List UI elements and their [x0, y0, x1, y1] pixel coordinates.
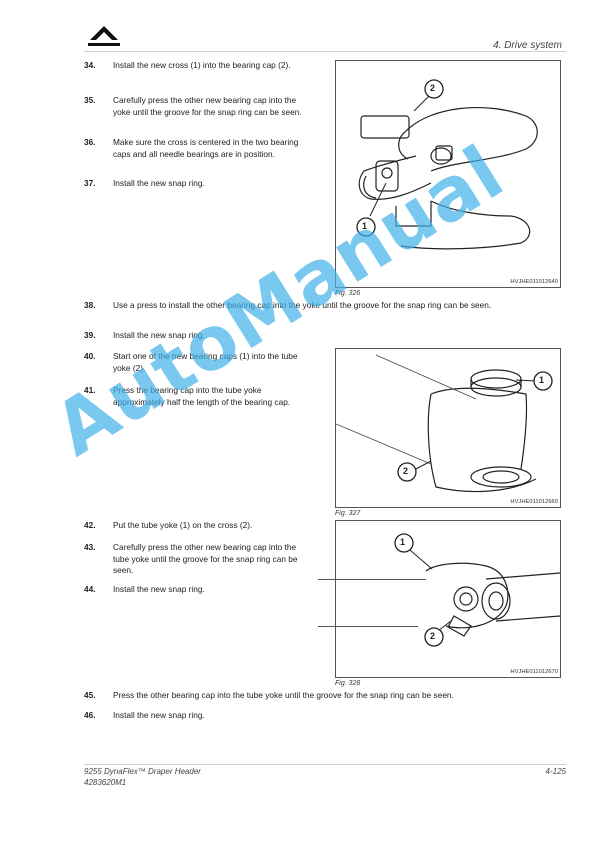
step-43: 43.Carefully press the other new bearing… — [84, 542, 298, 575]
shaft-line-bottom — [318, 626, 418, 627]
step-34: 34.Install the new cross (1) into the be… — [84, 60, 291, 70]
step-38: 38.Use a press to install the other bear… — [84, 300, 492, 310]
driveshaft-illustration — [394, 533, 560, 647]
step-46: 46.Install the new snap ring. — [84, 710, 205, 720]
figure-328: 1 2 HVJHE011012670 — [335, 520, 561, 678]
callout-2: 2 — [430, 631, 436, 641]
step-45: 45.Press the other bearing cap into the … — [84, 690, 454, 700]
callout-1: 1 — [400, 537, 406, 547]
footer-product: 9255 DynaFlex™ Draper Header — [84, 767, 201, 776]
step-41: 41.Press the bearing cap into the tube y… — [84, 385, 291, 407]
brand-logo — [88, 26, 120, 46]
callout-2: 2 — [430, 83, 436, 93]
figure-code: HVJHE011012670 — [510, 669, 558, 675]
tube-yoke-illustration — [336, 354, 553, 493]
u-joint-illustration — [356, 79, 538, 250]
step-42: 42.Put the tube yoke (1) on the cross (2… — [84, 520, 253, 530]
step-35: 35.Carefully press the other new bearing… — [84, 95, 302, 117]
section-title: 4. Drive system — [493, 40, 562, 51]
figure-326: 2 1 HVJHE011012640 — [335, 60, 561, 288]
step-36: 36.Make sure the cross is centered in th… — [84, 137, 299, 159]
step-39: 39.Install the new snap ring. — [84, 330, 205, 340]
callout-2: 2 — [403, 466, 409, 476]
figure-327: 1 2 HVJHE011012660 — [335, 348, 561, 508]
figure-code: HVJHE011012660 — [510, 499, 558, 505]
footer-doc-number: 4283620M1 — [84, 778, 127, 787]
step-37: 37.Install the new snap ring. — [84, 178, 205, 188]
figure-code: HVJHE011012640 — [510, 279, 558, 285]
header-rule — [84, 51, 566, 52]
callout-1: 1 — [539, 375, 545, 385]
shaft-line-top — [318, 579, 426, 580]
step-40: 40.Start one of the new bearing caps (1)… — [84, 351, 298, 373]
figure-caption-327: Fig. 327 — [335, 510, 361, 517]
figure-caption-326: Fig. 326 — [335, 290, 361, 297]
step-44: 44.Install the new snap ring. — [84, 584, 205, 594]
footer-rule — [84, 764, 566, 765]
figure-caption-328: Fig. 328 — [335, 680, 361, 687]
callout-1: 1 — [362, 221, 368, 231]
footer-page-number: 4-125 — [545, 767, 566, 776]
